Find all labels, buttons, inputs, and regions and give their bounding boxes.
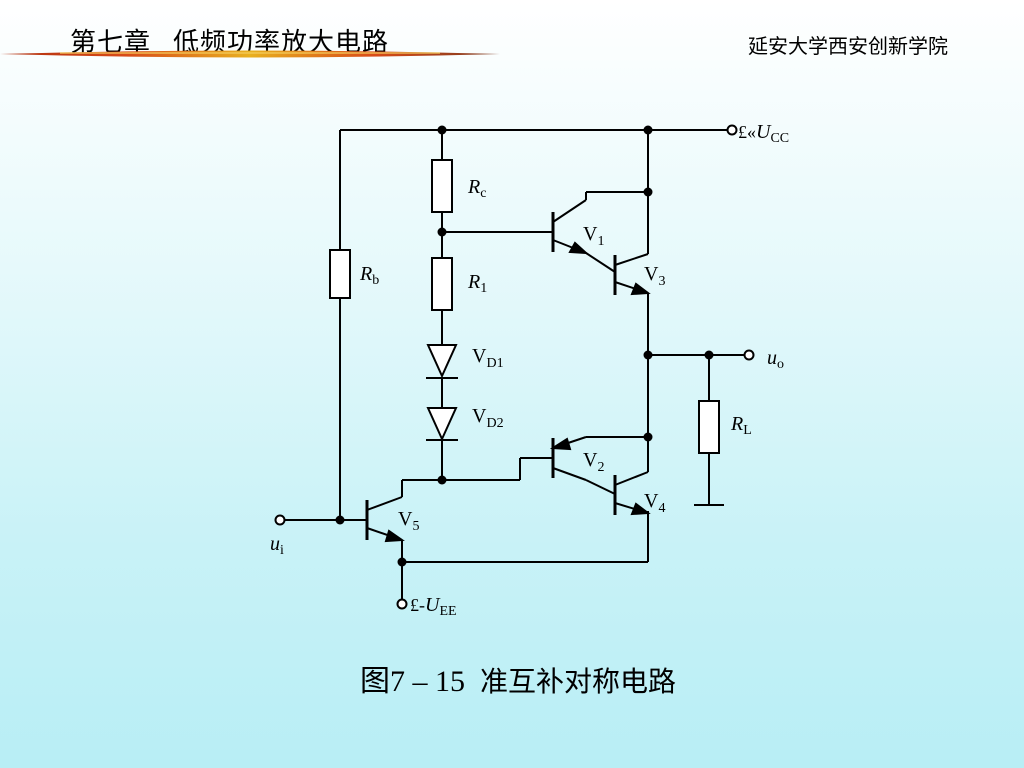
label-v5: V5 <box>398 508 419 534</box>
transistor-v4 <box>613 471 651 516</box>
label-vee: £-UEE <box>410 594 457 619</box>
label-vd2: VD2 <box>472 405 504 431</box>
label-v3: V3 <box>644 263 665 289</box>
resistor-r1 <box>431 257 453 311</box>
header-decorative-rule <box>0 50 500 58</box>
label-rc: Rc <box>467 176 486 201</box>
institution-name: 延安大学西安创新学院 <box>748 34 948 58</box>
label-v2: V2 <box>583 449 604 475</box>
label-uo: uo <box>767 347 784 372</box>
transistor-v1 <box>551 192 616 273</box>
label-ui: ui <box>270 533 284 558</box>
figure-number: 图7 – 15 <box>360 665 465 698</box>
terminal-ui <box>274 514 286 526</box>
label-r1: R1 <box>467 271 487 296</box>
terminal-vcc <box>726 124 738 136</box>
figure-caption: 图7 – 15 准互补对称电路 <box>360 656 676 700</box>
transistor-v5 <box>365 480 405 543</box>
diode-vd2 <box>426 407 458 442</box>
resistor-rl <box>698 400 720 454</box>
label-rb: Rb <box>359 263 379 288</box>
resistor-rc <box>431 159 453 213</box>
label-v4: V4 <box>644 490 665 516</box>
label-rl: RL <box>730 413 752 438</box>
label-v1: V1 <box>583 223 604 249</box>
label-vd1: VD1 <box>472 345 504 371</box>
resistor-rb <box>329 249 351 299</box>
transistor-v3 <box>613 253 651 296</box>
junction-dots <box>335 125 714 567</box>
label-vcc: £«UCC <box>738 121 789 146</box>
diode-vd1 <box>426 344 458 379</box>
terminal-uo <box>743 349 755 361</box>
transistor-v2 <box>549 436 616 495</box>
figure-title: 准互补对称电路 <box>480 665 677 698</box>
terminal-vee <box>396 598 408 610</box>
